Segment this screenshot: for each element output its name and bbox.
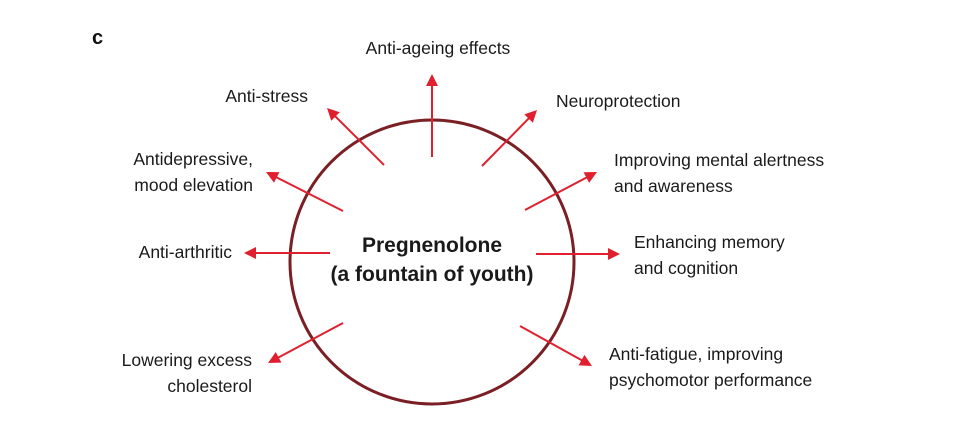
center-subtitle: (a fountain of youth): [331, 263, 534, 286]
panel-label: c: [92, 27, 103, 49]
center-title: Pregnenolone: [362, 234, 502, 257]
arrow-shaft: [524, 176, 588, 211]
effect-label-line: and awareness: [614, 176, 733, 196]
arrow-shaft: [277, 322, 344, 359]
effect-label-line: Anti-fatigue, improving: [609, 344, 783, 364]
arrowhead-icon: [426, 74, 438, 86]
arrow-shaft: [519, 325, 583, 362]
arrowhead-icon: [524, 110, 537, 123]
arrowhead-icon: [244, 247, 256, 259]
effect-label-anti-arthritic: Anti-arthritic: [139, 242, 233, 262]
arrowhead-icon: [327, 108, 340, 121]
central-circle: [288, 118, 576, 406]
effect-label-anti-stress: Anti-stress: [225, 86, 308, 106]
arrowhead-icon: [266, 172, 280, 183]
effect-label-antidepressive: Antidepressive, mood elevation: [133, 149, 253, 195]
effect-label-cholesterol: Lowering excess cholesterol: [122, 350, 253, 396]
effect-label-line: mood elevation: [134, 175, 253, 195]
effect-label-line: Lowering excess: [122, 350, 253, 370]
arrow-shaft: [275, 176, 344, 212]
effect-label-anti-ageing: Anti-ageing effects: [366, 38, 511, 58]
effect-label-mental-alertness: Improving mental alertness and awareness: [614, 150, 824, 196]
effect-label-line: Anti-ageing effects: [366, 38, 511, 58]
arrow-mental-alertness: [524, 172, 597, 211]
arrow-shaft: [334, 115, 385, 166]
effect-label-line: Anti-arthritic: [139, 242, 233, 262]
effect-label-line: Neuroprotection: [556, 91, 681, 111]
arrowhead-icon: [608, 248, 620, 260]
effect-label-line: Improving mental alertness: [614, 150, 824, 170]
effect-label-line: and cognition: [634, 258, 738, 278]
arrows-group: [244, 74, 620, 366]
arrow-shaft: [481, 117, 531, 167]
effect-label-anti-fatigue: Anti-fatigue, improving psychomotor perfo…: [609, 344, 812, 390]
arrow-antidepressive: [266, 172, 344, 212]
effect-labels-group: Anti-ageing effectsNeuroprotectionImprov…: [122, 38, 825, 396]
effect-label-line: Antidepressive,: [133, 149, 253, 169]
effect-label-memory-cognition: Enhancing memory and cognition: [634, 232, 785, 278]
effect-label-line: psychomotor performance: [609, 370, 812, 390]
arrow-anti-fatigue: [519, 325, 592, 366]
arrowhead-icon: [578, 354, 592, 366]
arrowhead-icon: [583, 172, 597, 183]
arrow-memory-cognition: [536, 248, 620, 260]
arrow-anti-ageing: [426, 74, 438, 157]
effect-label-line: Enhancing memory: [634, 232, 785, 252]
arrow-anti-stress: [327, 108, 385, 166]
arrowhead-icon: [268, 352, 282, 363]
effect-label-neuroprotection: Neuroprotection: [556, 91, 681, 111]
arrow-cholesterol: [268, 322, 344, 363]
arrow-anti-arthritic: [244, 247, 330, 259]
arrow-neuroprotection: [481, 110, 537, 167]
effect-label-line: cholesterol: [167, 376, 252, 396]
effect-label-line: Anti-stress: [225, 86, 308, 106]
